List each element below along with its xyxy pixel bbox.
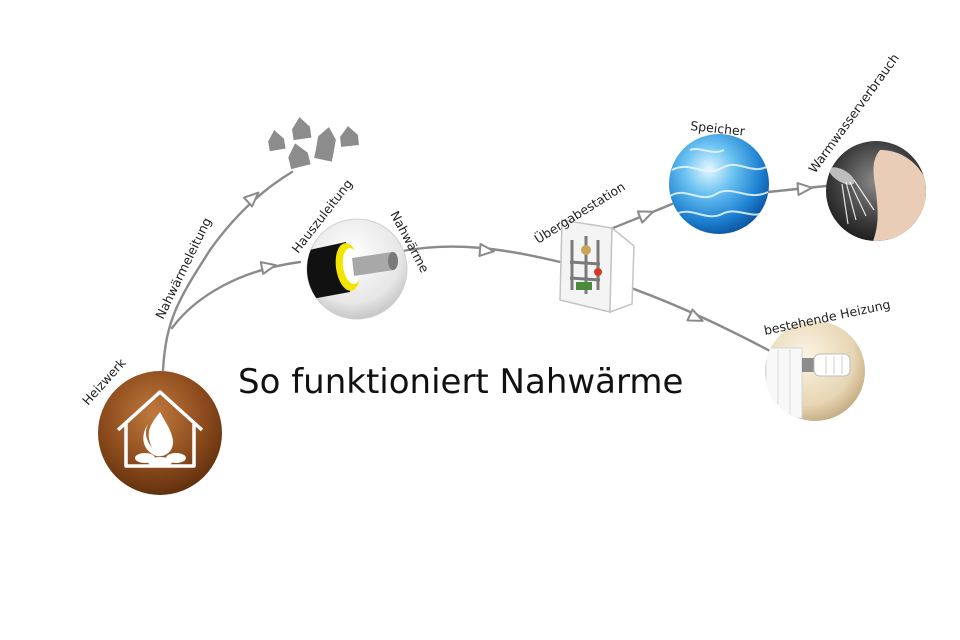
arrow-warmwasser xyxy=(796,182,813,196)
hauszuleitung-node xyxy=(306,218,408,320)
pipe-network xyxy=(161,170,828,372)
water-texture-icon xyxy=(669,148,769,218)
arrow-hauszuleitung xyxy=(259,261,277,275)
arrow-speicher xyxy=(636,210,654,224)
heizwerk-node xyxy=(98,371,222,495)
line-station-to-speicher xyxy=(606,202,674,232)
house-fire-icon xyxy=(116,390,204,468)
label-nahwaermeleitung: Nahwärmeleitung xyxy=(152,215,214,321)
label-speicher: Speicher xyxy=(690,118,747,139)
line-station-to-heizung xyxy=(618,282,774,354)
heizung-node xyxy=(765,321,865,421)
diagram-title: So funktioniert Nahwärme xyxy=(238,362,683,402)
arrow-nahwaermeleitung xyxy=(242,191,260,208)
uebergabestation-node xyxy=(559,219,635,314)
arrow-nahwaerme xyxy=(478,243,495,257)
warmwasserverbrauch-node xyxy=(826,141,926,241)
houses-icon xyxy=(268,117,359,170)
arrow-heizung xyxy=(686,308,704,322)
speicher-node xyxy=(669,134,769,234)
line-heizwerk-to-houses xyxy=(161,170,294,372)
line-heizwerk-to-hauszuleitung xyxy=(170,260,302,330)
insulated-pipe-icon xyxy=(307,242,398,300)
